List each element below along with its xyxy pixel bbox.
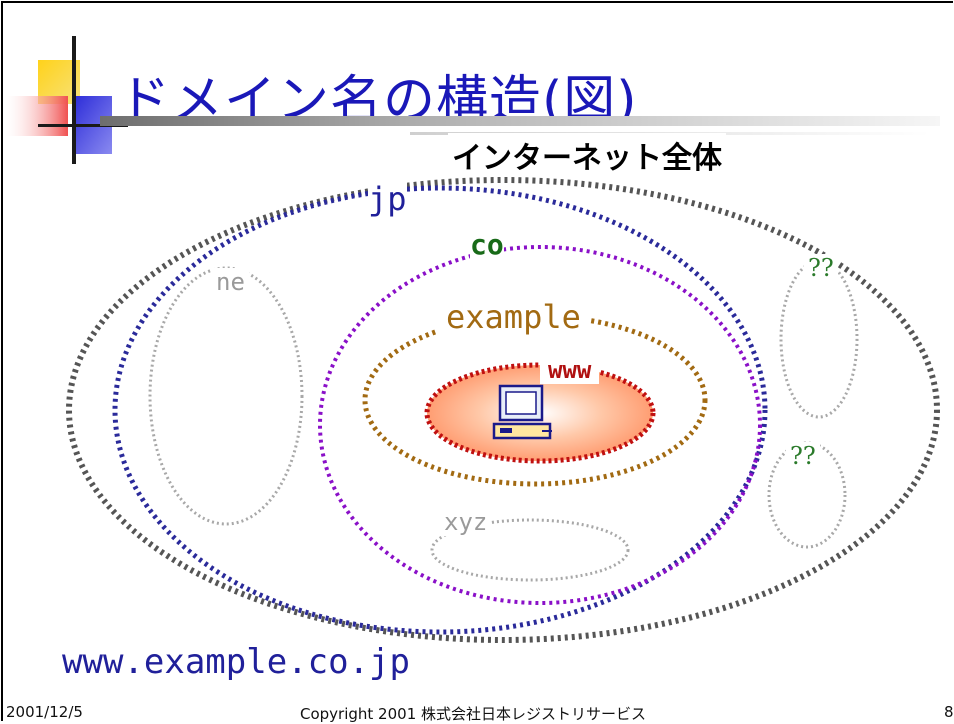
decorative-squares-icon — [6, 36, 128, 164]
computer-icon — [492, 384, 552, 440]
ne-ring — [148, 266, 304, 526]
footer-copyright: Copyright 2001 株式会社日本レジストリサービス — [300, 705, 647, 723]
unknown-ring-1 — [779, 259, 859, 419]
jp-label: jp — [368, 180, 407, 218]
fqdn-label: www.example.co.jp — [62, 642, 410, 682]
internet-label: インターネット全体 — [448, 133, 726, 177]
page-number: 8 — [944, 703, 954, 721]
internet-ring — [66, 177, 940, 643]
co-ring — [318, 245, 762, 605]
xyz-label: xyz — [440, 508, 492, 536]
example-label: example — [438, 298, 589, 336]
jp-ring — [112, 185, 768, 635]
unknown-label-2: ?? — [786, 442, 820, 470]
unknown-ring-2 — [767, 441, 847, 549]
title-underline — [100, 116, 940, 126]
www-label: www — [540, 356, 600, 384]
example-ring — [362, 313, 708, 487]
footer-date: 2001/12/5 — [6, 703, 83, 721]
co-label: co — [470, 228, 504, 261]
ne-label: ne — [212, 268, 249, 296]
xyz-ring — [430, 518, 630, 582]
unknown-label-1: ?? — [804, 254, 838, 282]
